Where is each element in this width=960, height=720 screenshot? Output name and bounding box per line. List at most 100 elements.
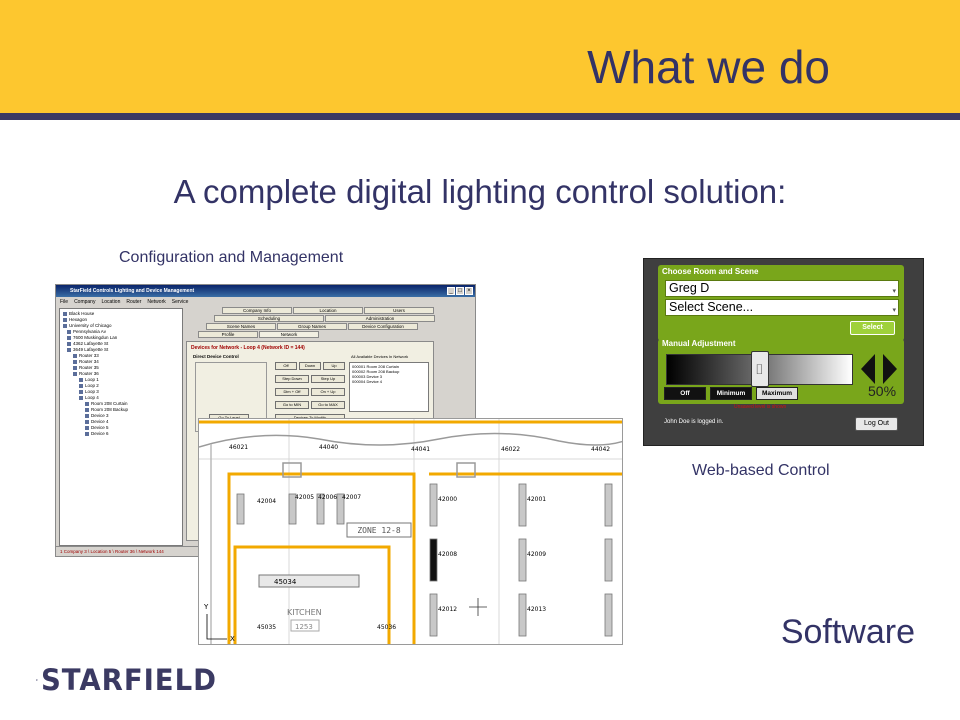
tab-profile[interactable]: Profile [198,331,258,338]
tab-group-names[interactable]: Group Names [277,323,347,330]
room-select[interactable]: Greg D ▾ [665,280,899,297]
tab-scheduling[interactable]: Scheduling [214,315,324,322]
tab-network[interactable]: Network [259,331,319,338]
caption-web: Web-based Control [692,462,830,479]
tree-node-icon [67,330,71,334]
tree-node[interactable]: 3649 Lafayette St [63,347,179,353]
tree-node-icon [85,432,89,436]
fixture-id: 42008 [438,551,457,558]
list-item[interactable]: 000001 Room 208 Curtain [352,364,399,369]
up-button[interactable]: Up [323,362,345,370]
fixture-id: 42013 [527,606,546,613]
fixture-id: 42000 [438,496,457,503]
menu-file[interactable]: File [60,298,69,305]
tab-device-configuration[interactable]: Device Configuration [348,323,418,330]
tree-node-icon [79,390,83,394]
tree-node[interactable]: Pennsylvania Av [63,329,179,335]
arrow-left-icon[interactable] [861,354,875,384]
fixture-id: 42004 [257,498,276,505]
maximum-button[interactable]: Maximum [756,387,798,400]
minimum-button[interactable]: Minimum [710,387,752,400]
select-button[interactable]: Select [850,321,895,335]
tab-administration[interactable]: Administration [325,315,435,322]
tree-node[interactable]: Router 33 [63,353,179,359]
tree-node[interactable]: University of Chicago [63,323,179,329]
warning-text: Unsaved level is shown [734,404,787,410]
tree-node[interactable]: Router 36 [63,371,179,377]
tree-node[interactable]: Device 3 [63,413,179,419]
list-item[interactable]: 000004 Device 4 [352,379,383,384]
go-min-button[interactable]: Go to MIN [275,401,309,409]
tree-node-label: Hexagon [69,317,88,322]
tree-node[interactable]: Hexagon [63,317,179,323]
tree-node[interactable]: Loop 1 [63,377,179,383]
tree-node[interactable]: Room 208 Curtain [63,401,179,407]
tree-node[interactable]: Room 208 Backup [63,407,179,413]
fixture-id: 42007 [342,494,361,501]
step-up-button[interactable]: Step Up [311,375,345,383]
tree-node-icon [73,372,77,376]
off-button[interactable]: Off [275,362,297,370]
tree-node-icon [73,366,77,370]
tree-node-label: Loop 1 [85,377,99,382]
tree-node[interactable]: Loop 2 [63,383,179,389]
menu-company[interactable]: Company [74,298,96,305]
tree-node[interactable]: Black House [63,311,179,317]
tree-node-label: University of Chicago [69,323,112,328]
floor-plan-screenshot: ZONE 12-8 45034 KITCHEN 1253 46021 44040 [198,418,623,645]
step-down-button[interactable]: Step Down [275,375,309,383]
caption-config: Configuration and Management [119,249,344,266]
tree-node[interactable]: Router 35 [63,365,179,371]
tree-node-icon [85,414,89,418]
tree-node-label: 7600 Muskingdun Lan [73,335,118,340]
starfield-logo-icon [36,679,38,681]
tree-node-label: Router 36 [79,371,99,376]
scene-select[interactable]: Select Scene... ▾ [665,299,899,316]
go-max-button[interactable]: Go to MAX [311,401,345,409]
down-button[interactable]: Down [299,362,321,370]
tree-node-icon [63,312,67,316]
tree-node-icon [79,378,83,382]
tree-node[interactable]: Loop 3 [63,389,179,395]
tree-node[interactable]: 7600 Muskingdun Lan [63,335,179,341]
tree-node[interactable]: 4362 Lafayette St [63,341,179,347]
kitchen-number: 1253 [295,623,313,631]
tab-scene-names[interactable]: Scene Names [206,323,276,330]
minimize-icon[interactable]: _ [447,287,455,295]
page-title: What we do [587,41,830,93]
tree-node[interactable]: Loop 4 [63,395,179,401]
tree-node-label: Device 4 [91,419,109,424]
devices-heading: Devices for Network - Loop 4 (Network ID… [191,345,305,351]
on-up-button[interactable]: On + Up [311,388,345,396]
tab-users[interactable]: Users [364,307,434,314]
zone-label: ZONE 12-8 [357,526,401,535]
level-slider-handle[interactable]: ⌷ [750,351,769,387]
menu-service[interactable]: Service [171,298,189,305]
tree-node-label: Router 33 [79,353,99,358]
menu-location[interactable]: Location [101,298,121,305]
tab-location[interactable]: Location [293,307,363,314]
menu-router[interactable]: Router [126,298,142,305]
list-item[interactable]: 000003 Device 3 [352,374,383,379]
tree-node[interactable]: Device 4 [63,419,179,425]
tree-node[interactable]: Device 6 [63,431,179,437]
header-band [0,0,960,113]
tree-node-icon [73,354,77,358]
dim-off-button[interactable]: Dim + Off [275,388,309,396]
menu-network[interactable]: Network [147,298,166,305]
tab-company-info[interactable]: Company Info [222,307,292,314]
tree-node-icon [85,426,89,430]
device-list[interactable]: 000001 Room 208 Curtain 000002 Room 208 … [349,362,429,412]
logout-button[interactable]: Log Out [855,417,898,431]
list-item[interactable]: 000002 Room 208 Backup [352,369,400,374]
arrow-right-icon[interactable] [883,354,897,384]
tree-node[interactable]: Router 34 [63,359,179,365]
tree-node-label: Loop 2 [85,383,99,388]
tree-node[interactable]: Device 5 [63,425,179,431]
off-button[interactable]: Off [664,387,706,400]
tree-node-label: 3649 Lafayette St [73,347,109,352]
close-icon[interactable]: × [465,287,473,295]
list-heading: All Available Devices In Network [351,354,409,359]
maximize-icon[interactable]: □ [456,287,464,295]
